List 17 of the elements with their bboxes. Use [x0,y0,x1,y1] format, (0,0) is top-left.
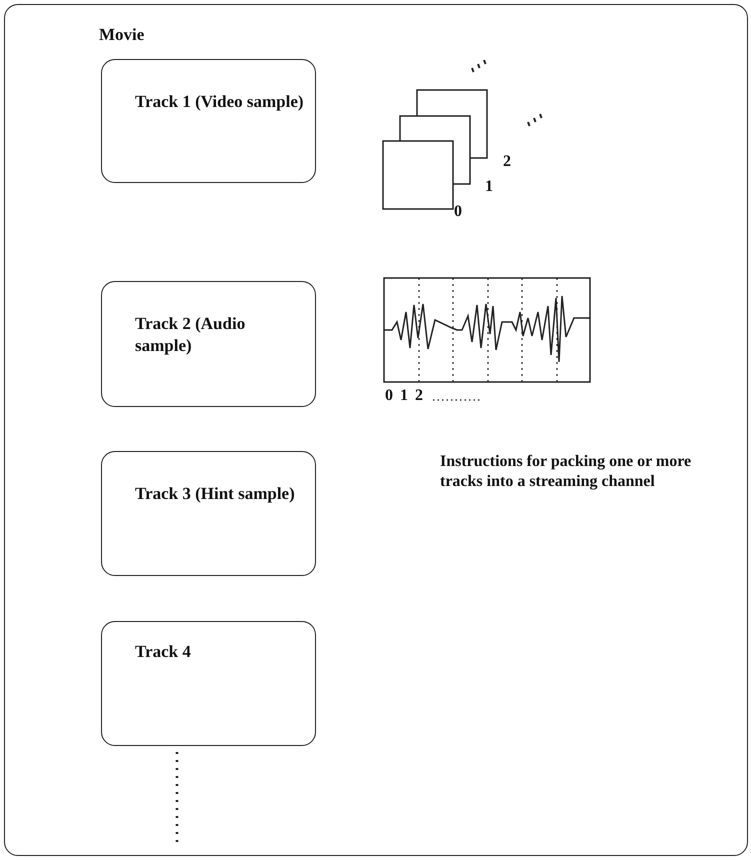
container-frame [4,4,748,856]
sample-number: 0 [385,386,394,406]
track-label: Track 3 (Hint sample) [135,483,296,505]
track-box [101,59,316,183]
description-text: Instructions for packing one or more tracks into a streaming channel [440,452,692,492]
frame-number: 1 [485,177,494,197]
track-box [101,451,316,576]
track-label: Track 2 (Audio sample) [135,313,246,357]
frame-number: 0 [454,202,463,222]
track-box [101,281,316,407]
frame-title: Movie [99,24,146,46]
sample-number: 1 [400,386,409,406]
track-label: Track 1 (Video sample) [135,91,305,113]
track-box [101,621,316,746]
sample-number: 2 [415,386,424,406]
frame-number: 2 [503,152,512,172]
track-label: Track 4 [135,641,192,663]
